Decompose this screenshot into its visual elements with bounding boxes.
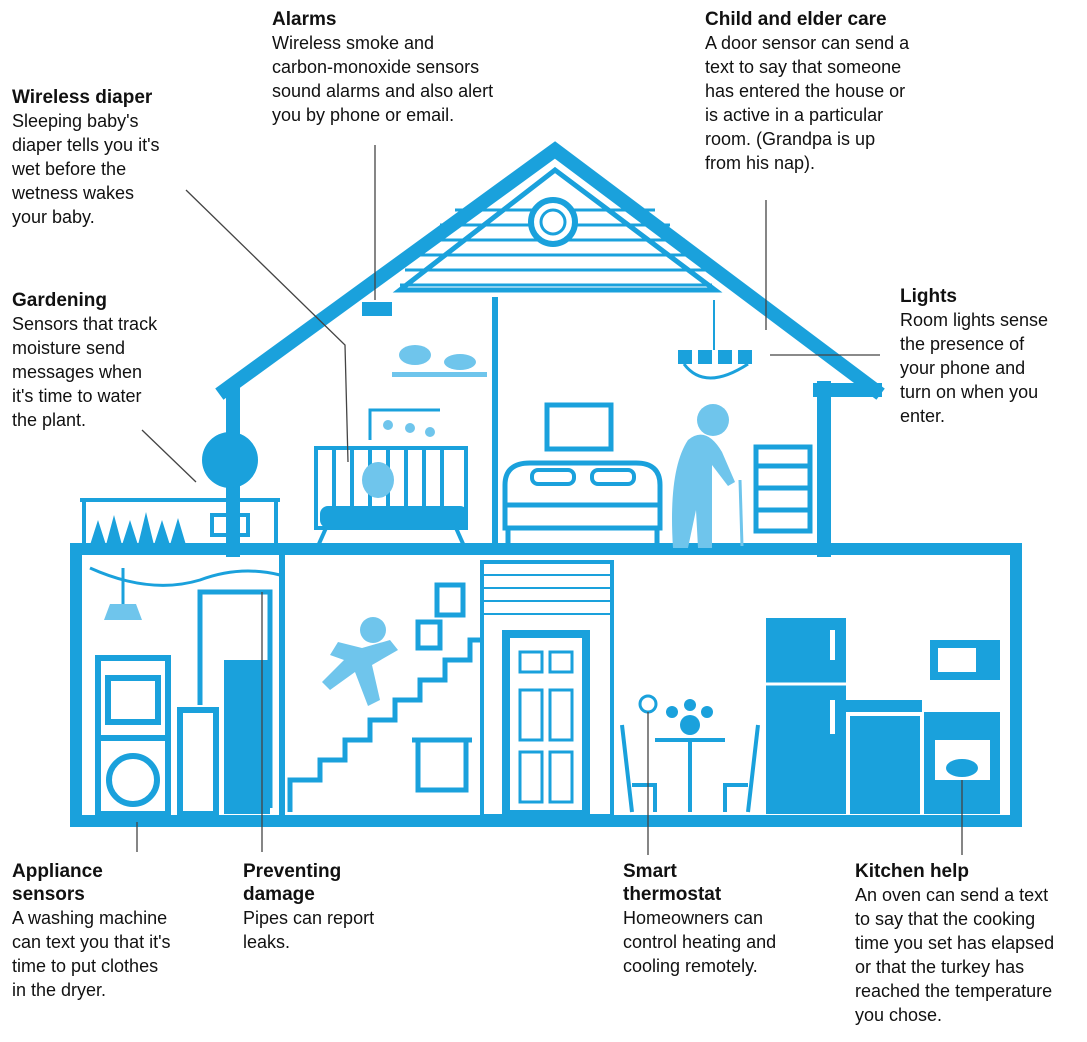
crib-mobile [368,408,440,440]
appliance-line-1: A washing machine [12,908,168,928]
alarms-line-3: sound alarms and also alert [272,81,494,101]
diaper-line-3: wet before the [12,159,127,179]
child-care-line-6: from his nap). [705,153,816,173]
attic-round-window [528,197,578,247]
water-heater [177,707,219,817]
gardening-line-3: messages when [12,362,143,382]
gardening-line-5: the plant. [12,410,87,430]
grandpa [672,404,735,548]
callout-appliance: Appliance sensors A washing machine can … [12,860,171,1002]
kitchen-line-6: you chose. [855,1005,943,1025]
staircase [287,637,480,812]
lights-line-3: your phone and [900,358,1026,378]
diaper-line-4: wetness wakes [12,183,135,203]
callout-gardening: Gardening Sensors that track moisture se… [12,289,157,432]
thermostat-line-3: cooling remotely. [623,956,758,976]
rooftop-railing [80,498,280,545]
callout-child-care: Child and elder care A door sensor can s… [705,8,909,175]
kitchen-line-3: time you set has elapsed [855,933,1055,953]
bedroom-picture [544,402,614,452]
attic-triangle [392,166,723,293]
callout-damage: Preventing damage Pipes can report leaks… [243,860,374,954]
kitchen-line-1: An oven can send a text [855,885,1049,905]
appliance-line-3: time to put clothes [12,956,159,976]
damage-line-1: Pipes can report [243,908,375,928]
damage-line-2: leaks. [243,932,291,952]
roof-outline [215,141,885,400]
running-person [322,617,398,706]
callout-thermostat: Smart thermostat Homeowners can control … [623,860,776,978]
leader-diaper [185,189,349,463]
thermostat-title-2: thermostat [623,884,722,905]
damage-title-2: damage [243,884,315,905]
thermostat-title-1: Smart [623,861,677,882]
flower-vase [680,715,700,735]
baby [362,462,394,498]
gardening-line-4: it's time to water [12,386,142,406]
lights-line-1: Room lights sense [900,310,1049,330]
appliance-title-1: Appliance [12,861,103,882]
diaper-line-1: Sleeping baby's [12,111,139,131]
appliance-line-4: in the dryer. [12,980,107,1000]
kitchen-line-5: reached the temperature [855,981,1053,1001]
appliance-title-2: sensors [12,884,85,905]
thermostat-line-1: Homeowners can [623,908,764,928]
child-care-line-4: is active in a particular [705,105,884,125]
furnace [224,660,270,814]
lights-line-4: turn on when you [900,382,1039,402]
kitchen-title: Kitchen help [855,861,970,882]
wall-frame-1 [434,582,466,618]
diaper-line-5: your baby. [12,207,95,227]
alarms-line-1: Wireless smoke and [272,33,435,53]
thermostat [638,694,658,714]
nursery-shelf [392,372,487,377]
alarms-line-2: carbon-monoxide sensors [272,57,480,77]
crib [314,446,468,547]
wall-frame-2 [415,619,443,651]
side-table [412,737,472,793]
smoke-alarm [362,302,392,316]
bed [502,460,663,546]
laundry-lamp [104,604,142,620]
diaper-title: Wireless diaper [12,87,153,108]
refrigerator [766,618,846,814]
child-care-line-3: has entered the house or [705,81,906,101]
alarms-line-4: you by phone or email. [272,105,455,125]
gardening-line-2: moisture send [12,338,126,358]
leader-gardening [141,429,197,483]
dishwasher [846,700,922,814]
appliance-line-2: can text you that it's [12,932,171,952]
lights-title: Lights [900,286,957,307]
dresser [753,444,813,534]
diaper-line-2: diaper tells you it's [12,135,160,155]
potted-plant [202,432,258,488]
lights-line-5: enter. [900,406,946,426]
alarms-title: Alarms [272,9,337,30]
child-care-line-1: A door sensor can send a [705,33,910,53]
callout-lights: Lights Room lights sense the presence of… [900,285,1048,428]
thermostat-line-2: control heating and [623,932,777,952]
callout-diaper: Wireless diaper Sleeping baby's diaper t… [12,86,160,229]
lights-line-2: the presence of [900,334,1025,354]
callout-alarms: Alarms Wireless smoke and carbon-monoxid… [272,8,493,127]
gardening-title: Gardening [12,290,108,311]
front-door [480,560,614,818]
child-care-line-5: room. (Grandpa is up [705,129,876,149]
kitchen-line-4: or that the turkey has [855,957,1025,977]
damage-title-1: Preventing [243,861,342,882]
chandelier [678,350,752,380]
kitchen-line-2: to say that the cooking [855,909,1036,929]
child-care-line-2: text to say that someone [705,57,902,77]
washer-dryer [95,655,171,817]
child-care-title: Child and elder care [705,9,887,30]
dining-set [620,724,760,813]
callout-kitchen: Kitchen help An oven can send a text to … [855,860,1054,1027]
gardening-line-1: Sensors that track [12,314,158,334]
